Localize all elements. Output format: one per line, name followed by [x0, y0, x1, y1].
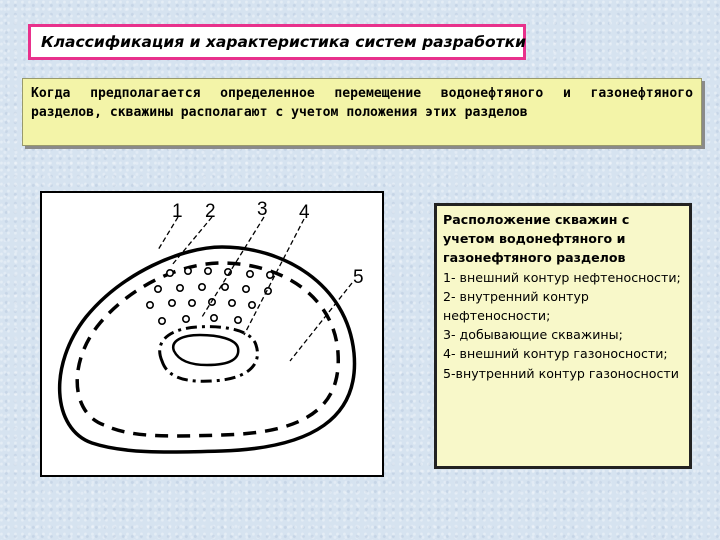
well-marker	[182, 315, 191, 324]
well-marker	[246, 270, 255, 279]
legend-item-2: 2- внутренний контур нефтеносности;	[443, 288, 589, 324]
description-text: Когда предполагается определенное переме…	[31, 86, 693, 120]
slide-title: Классификация и характеристика систем ра…	[41, 33, 527, 51]
well-marker	[168, 299, 177, 308]
legend-item-3: 3- добывающие скважины;	[443, 327, 623, 343]
well-marker	[242, 285, 251, 294]
well-marker	[198, 283, 207, 292]
inner-gas-contour	[172, 333, 240, 367]
well-marker	[188, 299, 197, 308]
well-marker	[204, 267, 213, 276]
well-marker	[184, 267, 193, 276]
outer-gas-contour	[158, 325, 259, 383]
label-3: 3	[257, 199, 268, 220]
leader-lines	[157, 216, 353, 362]
well-marker	[266, 271, 275, 280]
slide-title-box: Классификация и характеристика систем ра…	[28, 24, 526, 60]
legend-title: Расположение скважин с учетом водонефтян…	[443, 212, 630, 266]
label-2: 2	[205, 201, 216, 222]
legend-item-5: 5-внутренний контур газоносности	[443, 365, 679, 381]
well-marker	[176, 284, 185, 293]
well-marker	[154, 285, 163, 294]
well-marker	[166, 269, 175, 278]
well-marker	[158, 317, 167, 326]
inner-oil-contour	[75, 261, 340, 438]
well-marker	[228, 299, 237, 308]
wells-placement-diagram: 1 2 3 4 5	[40, 191, 384, 477]
well-marker	[146, 301, 155, 310]
well-marker	[234, 316, 243, 325]
production-wells	[146, 267, 275, 326]
label-5: 5	[353, 267, 364, 288]
outer-oil-contour	[57, 245, 357, 454]
description-box: Когда предполагается определенное переме…	[22, 78, 702, 146]
label-1: 1	[172, 201, 183, 222]
legend-box: Расположение скважин с учетом водонефтян…	[434, 203, 692, 469]
well-marker	[248, 301, 257, 310]
well-marker	[221, 283, 230, 292]
legend-item-1: 1- внешний контур нефтеносности;	[443, 269, 681, 285]
label-4: 4	[299, 202, 310, 223]
legend-item-4: 4- внешний контур газоносности;	[443, 346, 668, 362]
well-marker	[210, 314, 219, 323]
diagram-svg: 1 2 3 4 5	[57, 199, 364, 454]
